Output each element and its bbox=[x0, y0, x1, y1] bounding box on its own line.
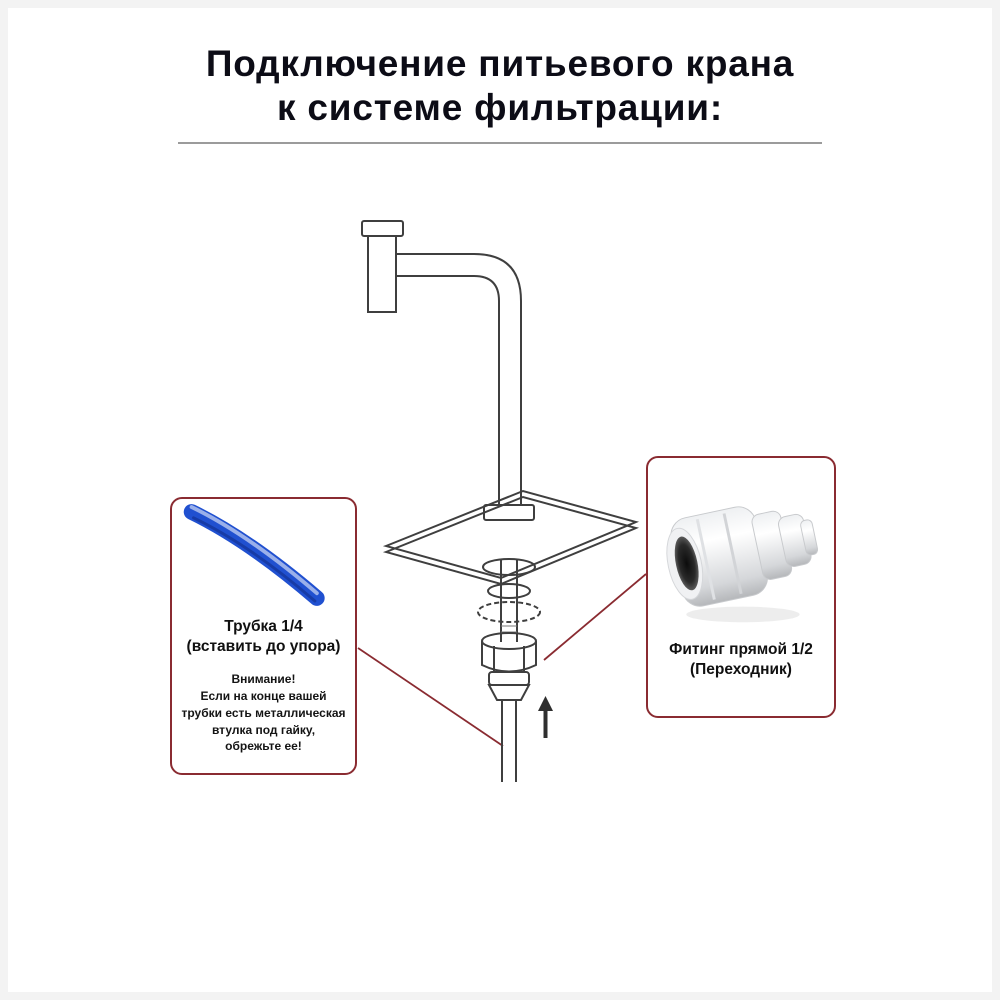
callout-fitting: Фитинг прямой 1/2 (Переходник) bbox=[646, 456, 836, 718]
fitting-photo bbox=[666, 506, 819, 607]
fitting-image bbox=[666, 506, 819, 623]
faucet-cap bbox=[361, 220, 404, 237]
blue-tube-image bbox=[183, 504, 325, 606]
fitting-opening bbox=[674, 536, 699, 591]
rubber-washer bbox=[482, 558, 536, 576]
spout-outer bbox=[396, 253, 522, 505]
fitting-label: Фитинг прямой 1/2 (Переходник) bbox=[669, 641, 813, 679]
tube-body bbox=[183, 504, 325, 606]
arrow-up-icon bbox=[538, 696, 553, 738]
fitting-tip bbox=[800, 519, 819, 556]
tube-highlight bbox=[189, 505, 319, 596]
page-title: Подключение питьевого крана к системе фи… bbox=[205, 43, 795, 128]
escutcheon bbox=[483, 504, 535, 521]
tube-label: Трубка 1/4 (вставить до упора) bbox=[186, 618, 341, 656]
connector-line-fitting bbox=[543, 573, 647, 661]
spout-inner bbox=[396, 275, 500, 505]
lock-washer bbox=[477, 601, 541, 623]
tube-warning: Внимание! Если на конце вашей трубки ест… bbox=[181, 672, 346, 754]
countertop bbox=[382, 489, 640, 586]
callout-tube: Трубка 1/4 (вставить до упора) Внимание!… bbox=[170, 497, 357, 775]
hex-nut bbox=[481, 632, 537, 673]
connector-line-tube bbox=[357, 647, 504, 747]
flat-washer bbox=[487, 583, 531, 599]
faucet bbox=[361, 220, 522, 505]
tube-shade bbox=[192, 516, 317, 603]
compression-fitting bbox=[487, 671, 531, 701]
supply-tube bbox=[501, 700, 517, 782]
title-divider bbox=[178, 142, 822, 144]
fitting-shadow bbox=[686, 606, 800, 623]
faucet-body bbox=[367, 235, 397, 313]
